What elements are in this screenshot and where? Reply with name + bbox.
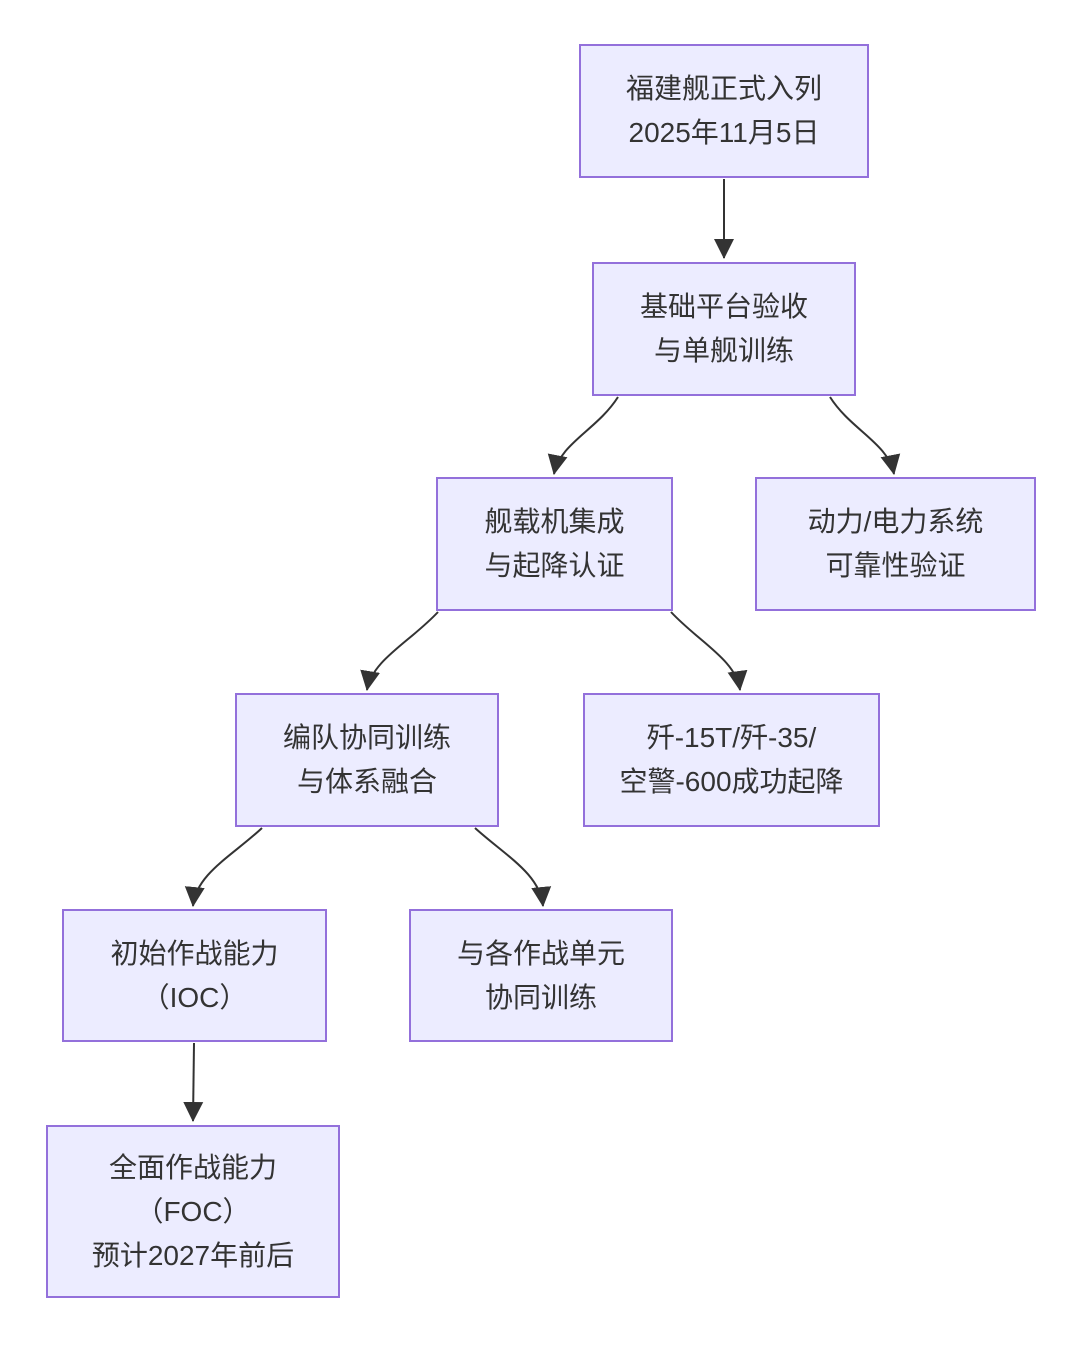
node-platform-acceptance: 基础平台验收 与单舰训练 [592,262,856,396]
node-unit-coordination: 与各作战单元 协同训练 [409,909,673,1042]
edge-B-D [829,396,901,475]
node-formation-training: 编队协同训练 与体系融合 [235,693,499,827]
node-ioc: 初始作战能力 （IOC） [62,909,327,1042]
node-aircraft-integration: 舰载机集成 与起降认证 [436,477,673,611]
edge-B-C [547,396,619,475]
node-foc: 全面作战能力 （FOC） 预计2027年前后 [46,1125,340,1298]
edge-C-F [670,611,748,691]
node-commissioning: 福建舰正式入列 2025年11月5日 [579,44,869,178]
edge-E-H [474,827,552,907]
edge-E-G [184,827,263,907]
edge-C-E [360,611,439,691]
node-power-reliability: 动力/电力系统 可靠性验证 [755,477,1036,611]
edge-G-I [183,1042,204,1122]
node-aircraft-launch-recovery: 歼-15T/歼-35/ 空警-600成功起降 [583,693,880,827]
